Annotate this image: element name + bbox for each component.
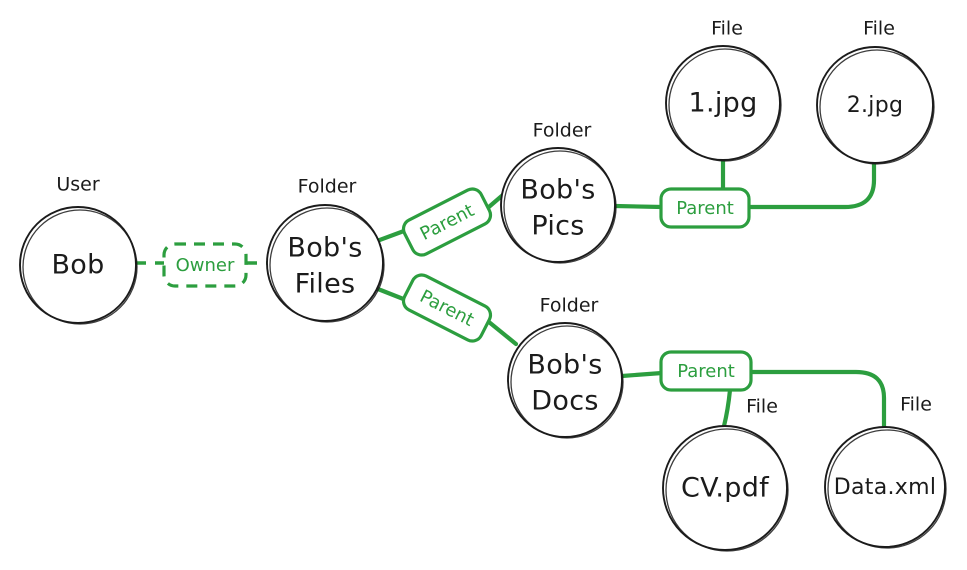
node-1jpg-label: 1.jpg	[688, 88, 757, 119]
node-bob-label: Bob	[51, 250, 104, 281]
node-bobs-pics-type: Folder	[533, 120, 592, 142]
node-bobs-docs[interactable]: Folder Bob's Docs	[507, 295, 624, 439]
node-1jpg-type: File	[711, 18, 743, 40]
node-dataxml[interactable]: File Data.xml	[824, 394, 947, 549]
edge-label-parent-docs[interactable]: Parent	[400, 272, 494, 345]
node-bobs-pics-label-line1: Bob's	[520, 175, 595, 206]
node-bobs-pics[interactable]: Folder Bob's Pics	[500, 120, 617, 264]
edge-label-parent-docs2-text: Parent	[677, 361, 735, 382]
node-bobs-files-label-line1: Bob's	[287, 233, 362, 264]
node-bobs-files[interactable]: Folder Bob's Files	[266, 176, 385, 323]
node-2jpg-label: 2.jpg	[847, 93, 904, 118]
node-cvpdf-label: CV.pdf	[681, 473, 770, 504]
edge-label-owner-text: Owner	[176, 255, 235, 276]
node-bobs-docs-label-line2: Docs	[531, 386, 598, 417]
node-dataxml-label: Data.xml	[834, 475, 937, 500]
node-2jpg-type: File	[863, 18, 895, 40]
edge-parent-2jpg	[746, 160, 877, 210]
edge-label-parent-docs2[interactable]: Parent	[659, 350, 753, 392]
node-dataxml-type: File	[900, 394, 932, 416]
edge-label-owner[interactable]: Owner	[162, 242, 248, 288]
edge-label-parent-jpgs-text: Parent	[676, 198, 734, 219]
edge-docs-parentbox	[619, 370, 665, 379]
node-bobs-docs-label-line1: Bob's	[527, 350, 602, 381]
node-bob-type: User	[56, 174, 99, 196]
edge-pics-parentbox	[612, 203, 665, 210]
edge-parent-dataxml	[748, 369, 887, 430]
node-bobs-files-type: Folder	[298, 176, 357, 198]
node-bobs-docs-type: Folder	[540, 295, 599, 317]
node-cvpdf[interactable]: File CV.pdf	[662, 396, 789, 552]
node-2jpg[interactable]: File 2.jpg	[816, 18, 935, 165]
node-layer: User Bob Folder Bob's Files Folder Bob's…	[19, 18, 947, 552]
edge-label-parent-jpgs[interactable]: Parent	[659, 187, 751, 229]
node-cvpdf-type: File	[746, 396, 778, 418]
edge-label-layer: Owner Parent Parent Parent Parent	[162, 186, 753, 392]
edge-label-parent-pics[interactable]: Parent	[400, 186, 494, 259]
node-bob[interactable]: User Bob	[19, 174, 138, 325]
edge-parent-cvpdf	[721, 387, 733, 429]
node-bobs-pics-label-line2: Pics	[531, 211, 584, 242]
node-bobs-files-label-line2: Files	[295, 269, 356, 300]
node-1jpg[interactable]: File 1.jpg	[665, 18, 782, 162]
